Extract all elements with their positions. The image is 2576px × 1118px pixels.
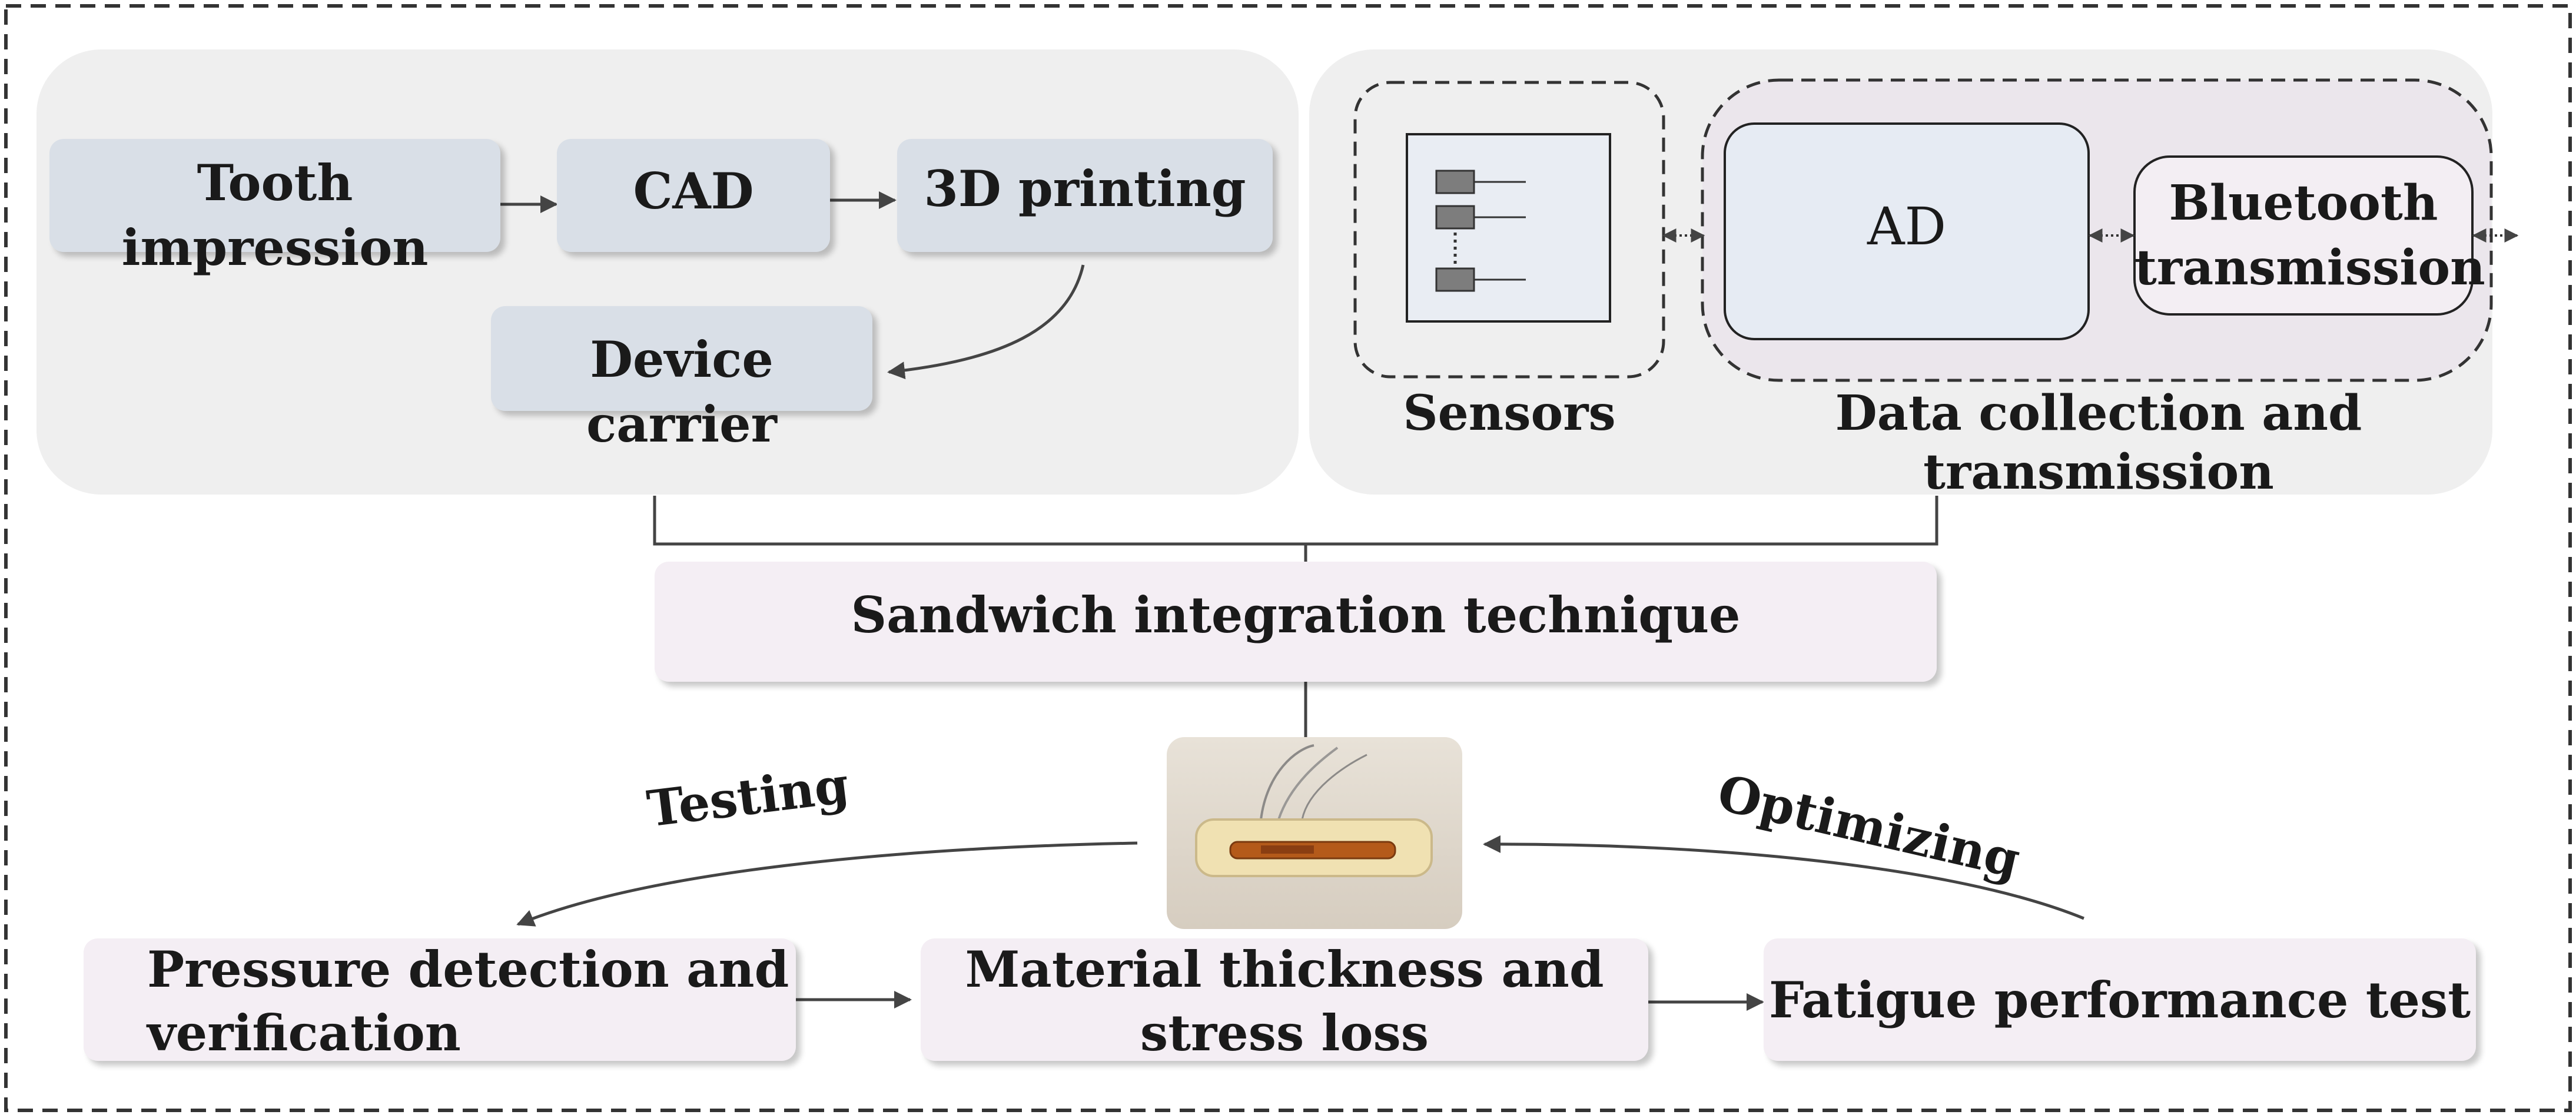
outer-frame: [4, 4, 2572, 1112]
tooth-impression-box: [49, 139, 500, 252]
optimizing-arrow: [1483, 835, 2084, 920]
data-collection-label: Data collection and transmission: [1835, 385, 2362, 500]
fatigue-test-box: [1764, 938, 2476, 1061]
3d-printing-label: 3D printing: [924, 160, 1246, 218]
ad-label: AD: [1867, 196, 1947, 257]
bluetooth-label-line2: transmission: [2135, 240, 2485, 296]
tooth-impression-label: Tooth impression: [121, 154, 429, 277]
sensors-label: Sensors: [1403, 385, 1616, 442]
sandwich-integration-label: Sandwich integration technique: [851, 586, 1741, 644]
3d-printing-box: [897, 139, 1273, 252]
sensor-element-2: [1435, 205, 1475, 230]
pressure-detection-line1: Pressure detection and: [147, 940, 789, 998]
sensor-element-3: [1435, 267, 1475, 292]
device-photo: [1167, 737, 1462, 929]
bluetooth-label-line1: Bluetooth: [2169, 175, 2438, 231]
device-carrier-label: Device carrier: [586, 330, 777, 453]
pressure-detection-line2: verification: [147, 1004, 461, 1062]
material-thickness-line1: Material thickness and: [965, 940, 1604, 998]
sandwich-integration-box: [655, 562, 1937, 682]
testing-arrow: [516, 841, 1138, 927]
pressure-detection-box: [84, 938, 796, 1061]
sensor-element-1: [1435, 170, 1475, 194]
arrow-printing-to-carrier: [887, 264, 1085, 380]
cad-box: [557, 139, 830, 252]
device-photo-drawing: [1195, 744, 1433, 877]
cad-label: CAD: [633, 162, 754, 220]
fatigue-test-label: Fatigue performance test: [1768, 971, 2471, 1029]
merge-bracket: [653, 496, 1938, 546]
material-thickness-line2: stress loss: [1140, 1004, 1429, 1062]
material-thickness-box: [921, 938, 1648, 1061]
device-carrier-box: [491, 306, 872, 411]
